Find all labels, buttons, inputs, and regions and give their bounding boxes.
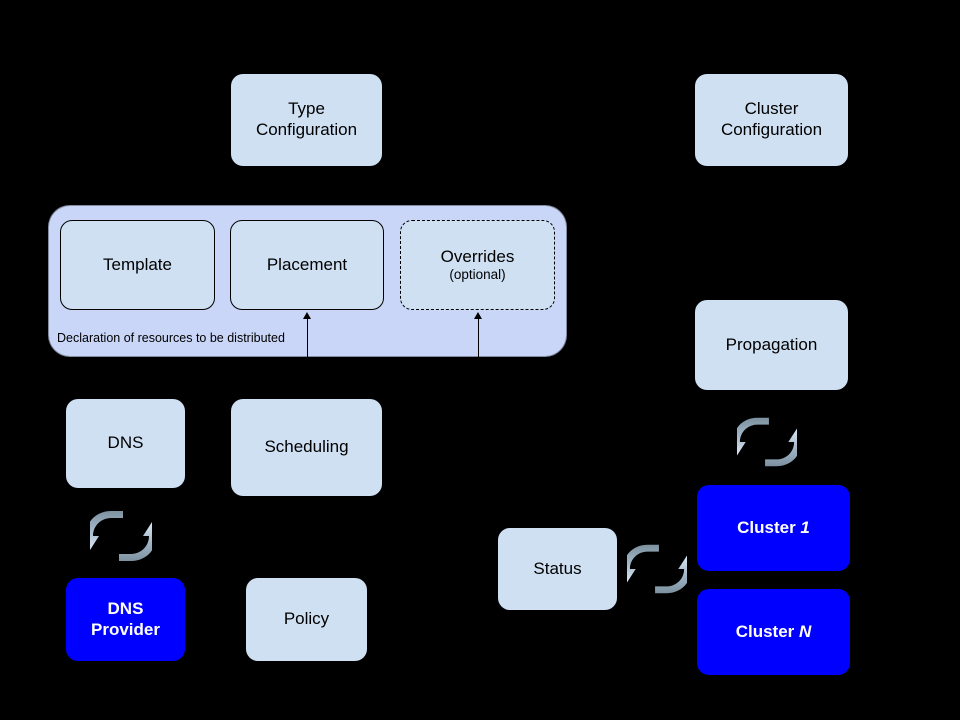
node-type-configuration[interactable]: Type Configuration (231, 74, 382, 166)
node-scheduling-label: Scheduling (264, 437, 349, 457)
sync-arrows-icon-status (627, 544, 687, 594)
node-type-configuration-label: Type Configuration (255, 99, 358, 139)
node-status[interactable]: Status (498, 528, 617, 610)
node-policy[interactable]: Policy (246, 578, 367, 661)
node-template[interactable]: Template (60, 220, 215, 310)
node-cluster-configuration[interactable]: Cluster Configuration (695, 74, 848, 166)
node-propagation[interactable]: Propagation (695, 300, 848, 390)
node-placement[interactable]: Placement (230, 220, 384, 310)
node-scheduling[interactable]: Scheduling (231, 399, 382, 496)
group-declaration-caption: Declaration of resources to be distribut… (57, 331, 285, 345)
node-dns-label: DNS (107, 433, 144, 453)
node-status-label: Status (533, 558, 582, 578)
node-cluster-configuration-label: Cluster Configuration (720, 99, 823, 139)
node-cluster-n-label: Cluster N (735, 621, 812, 641)
node-dns-provider[interactable]: DNS Provider (66, 578, 185, 661)
node-overrides-sublabel: (optional) (449, 267, 506, 283)
node-cluster-1[interactable]: Cluster 1 (697, 485, 850, 571)
node-cluster-1-label: Cluster 1 (737, 517, 810, 537)
arrow-line-into-placement-bottom (307, 318, 308, 357)
arrow-line-to-template (137, 196, 138, 210)
arrow-line-into-overrides-bottom (478, 318, 479, 357)
node-template-label: Template (103, 254, 172, 274)
node-dns[interactable]: DNS (66, 399, 185, 488)
arrow-head-into-overrides-bottom (474, 312, 482, 319)
node-dns-provider-label: DNS Provider (91, 598, 160, 639)
node-policy-label: Policy (283, 609, 330, 629)
node-placement-label: Placement (266, 254, 348, 274)
node-overrides-label: Overrides (440, 246, 515, 266)
node-propagation-label: Propagation (725, 334, 818, 354)
arrow-line-to-overrides (477, 196, 478, 210)
sync-arrows-icon (90, 511, 152, 561)
node-overrides[interactable]: Overrides (optional) (400, 220, 555, 310)
node-cluster-n[interactable]: Cluster N (697, 589, 850, 675)
arrow-head-into-placement-bottom (303, 312, 311, 319)
arrow-line-to-placement (306, 196, 307, 210)
sync-arrows-icon-propagation (737, 417, 797, 467)
